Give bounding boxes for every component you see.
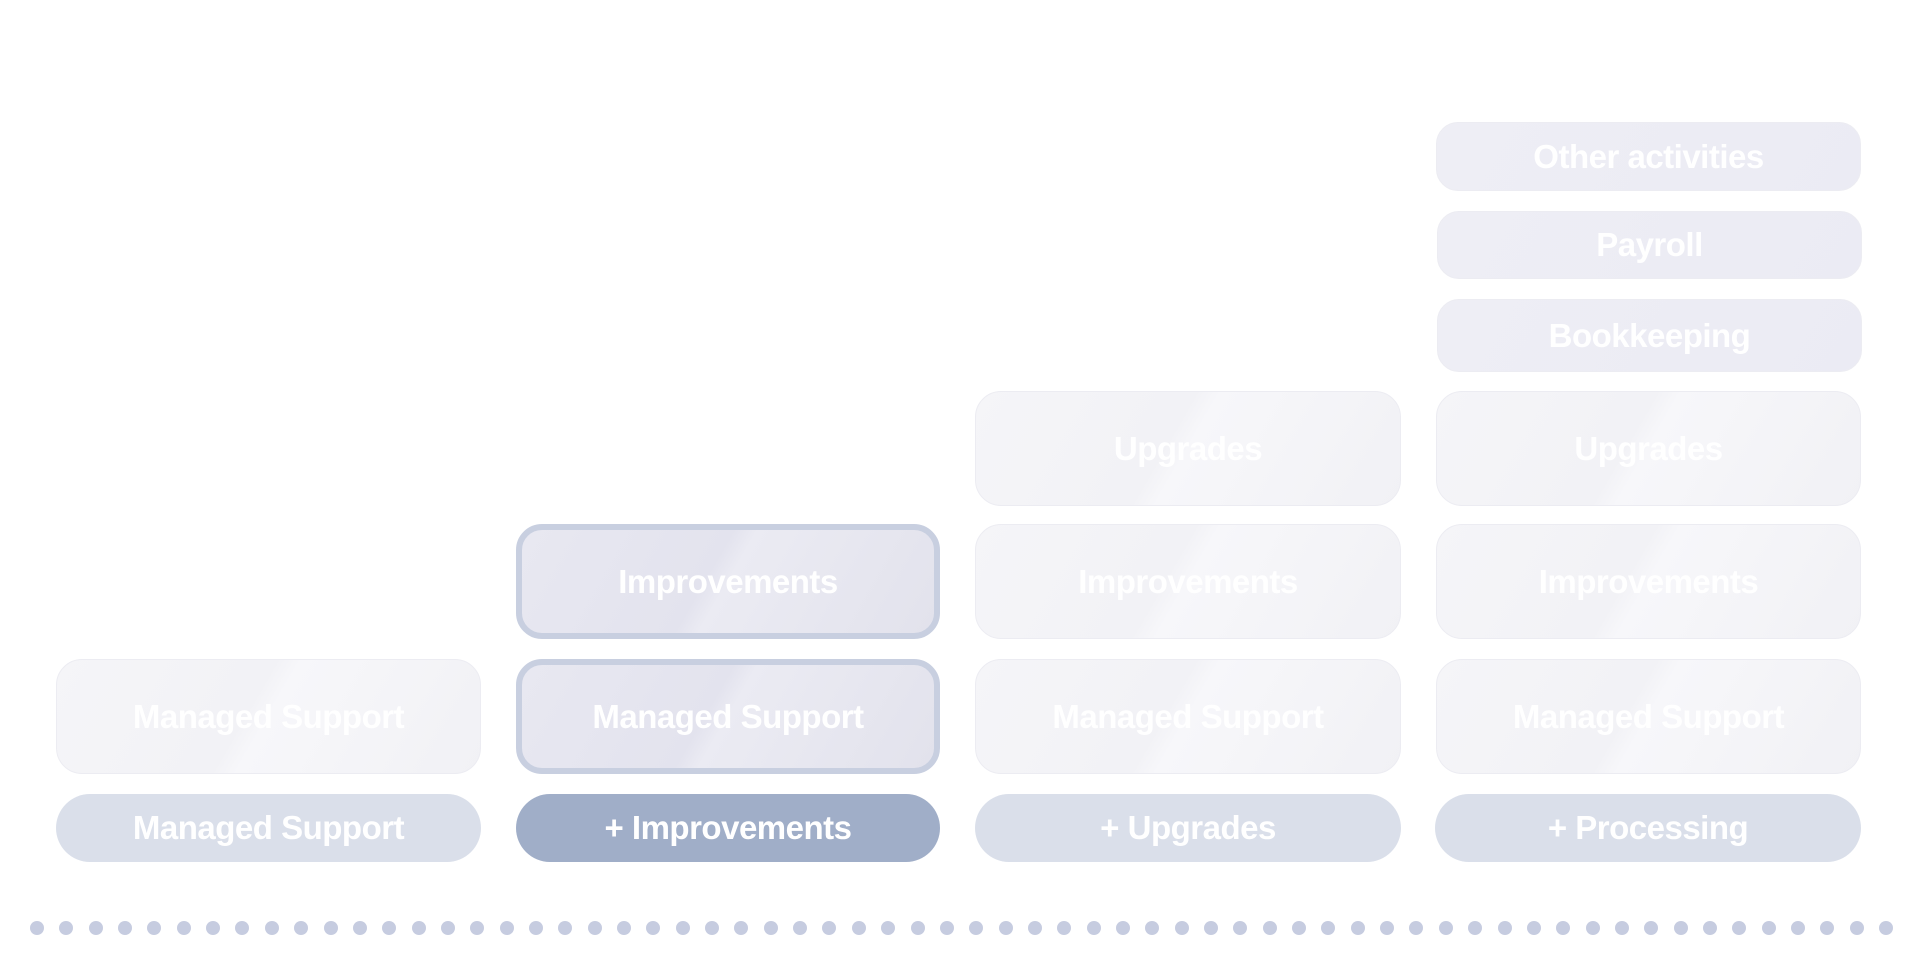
block-improvements: Improvements	[1436, 524, 1861, 639]
divider-dot	[851, 921, 866, 935]
divider-dot	[528, 921, 543, 935]
divider-dot	[88, 921, 103, 935]
divider-dot	[1879, 921, 1894, 935]
block-managed-support: Managed Support	[56, 659, 481, 774]
divider-dot	[910, 921, 925, 935]
divider-dot	[1526, 921, 1541, 935]
divider-dot	[1732, 921, 1747, 935]
divider-dot	[675, 921, 690, 935]
divider-dot	[1233, 921, 1248, 935]
divider-dot	[59, 921, 74, 935]
block-upgrades: Upgrades	[1436, 391, 1861, 506]
divider-dot	[235, 921, 250, 935]
divider-dot	[176, 921, 191, 935]
tier-button-managed-support[interactable]: Managed Support	[56, 794, 481, 862]
divider-dot	[1585, 921, 1600, 935]
divider-dot	[1497, 921, 1512, 935]
divider-dot	[1204, 921, 1218, 935]
divider-dot	[352, 921, 367, 935]
dotted-divider	[0, 921, 1920, 935]
block-payroll: Payroll	[1437, 211, 1862, 279]
divider-dot	[294, 921, 309, 935]
divider-dot	[705, 921, 720, 935]
divider-dot	[30, 921, 44, 935]
block-bookkeeping: Bookkeeping	[1437, 299, 1862, 372]
divider-dot	[118, 921, 133, 935]
divider-dot	[1761, 921, 1776, 935]
divider-dot	[1791, 921, 1805, 935]
divider-dot	[587, 921, 602, 935]
divider-dot	[998, 921, 1013, 935]
divider-dot	[147, 921, 162, 935]
divider-dot	[969, 921, 984, 935]
divider-dot	[881, 921, 896, 935]
block-other-activities: Other activities	[1436, 122, 1861, 191]
divider-dot	[1292, 921, 1307, 935]
divider-dot	[1350, 921, 1365, 935]
divider-dot	[470, 921, 485, 935]
divider-dot	[499, 921, 514, 935]
divider-dot	[1673, 921, 1688, 935]
tier-button-improvements[interactable]: + Improvements	[516, 794, 940, 862]
divider-dot	[1556, 921, 1571, 935]
divider-dot	[1820, 921, 1835, 935]
divider-dot	[558, 921, 573, 935]
divider-dot	[617, 921, 631, 935]
tier-button-upgrades[interactable]: + Upgrades	[975, 794, 1401, 862]
divider-dot	[1849, 921, 1864, 935]
tier-button-processing[interactable]: + Processing	[1435, 794, 1861, 862]
divider-dot	[206, 921, 221, 935]
divider-dot	[763, 921, 778, 935]
divider-dot	[1644, 921, 1659, 935]
divider-dot	[793, 921, 808, 935]
divider-dot	[1702, 921, 1717, 935]
block-managed-support-selected: Managed Support	[516, 659, 940, 774]
divider-dot	[1614, 921, 1629, 935]
divider-dot	[734, 921, 749, 935]
divider-dot	[1057, 921, 1072, 935]
block-managed-support: Managed Support	[1436, 659, 1861, 774]
divider-dot	[1409, 921, 1424, 935]
divider-dot	[939, 921, 954, 935]
divider-dot	[822, 921, 837, 935]
block-improvements-selected: Improvements	[516, 524, 940, 639]
divider-dot	[411, 921, 426, 935]
divider-dot	[264, 921, 279, 935]
divider-dot	[1438, 921, 1453, 935]
divider-dot	[1027, 921, 1042, 935]
divider-dot	[1321, 921, 1336, 935]
divider-dot	[1174, 921, 1189, 935]
divider-dot	[1262, 921, 1277, 935]
divider-dot	[1380, 921, 1395, 935]
divider-dot	[646, 921, 661, 935]
divider-dot	[1145, 921, 1160, 935]
divider-dot	[1468, 921, 1483, 935]
divider-dot	[1086, 921, 1101, 935]
divider-dot	[440, 921, 455, 935]
divider-dot	[1115, 921, 1130, 935]
divider-dot	[382, 921, 397, 935]
block-upgrades: Upgrades	[975, 391, 1401, 506]
block-managed-support: Managed Support	[975, 659, 1401, 774]
divider-dot	[323, 921, 338, 935]
block-improvements: Improvements	[975, 524, 1401, 639]
